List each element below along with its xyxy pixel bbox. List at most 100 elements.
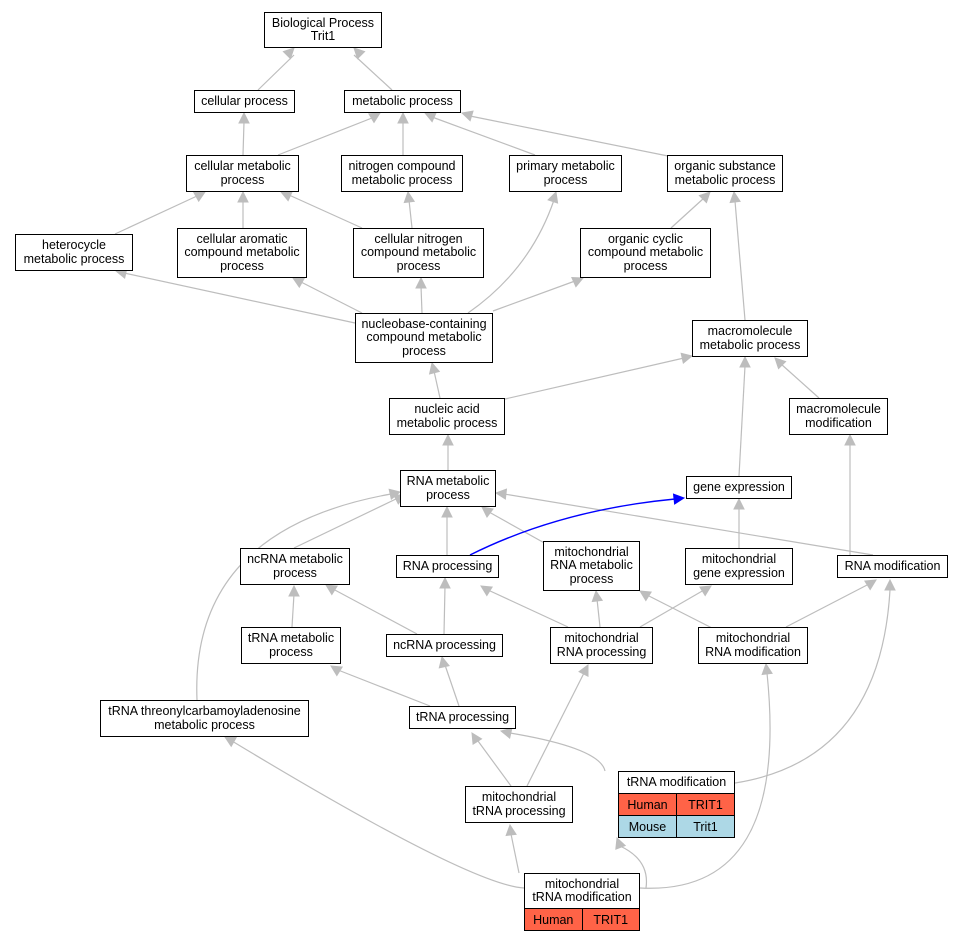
- node-gene-expression[interactable]: gene expression: [686, 476, 792, 499]
- node-nitrogen-compound-metabolic-process[interactable]: nitrogen compound metabolic process: [341, 155, 463, 192]
- edge-arrowhead: [578, 664, 589, 677]
- node-rna-metabolic-process[interactable]: RNA metabolic process: [400, 470, 496, 507]
- edge-line: [408, 199, 413, 229]
- gene-cell[interactable]: Trit1: [676, 816, 734, 837]
- node-organic-cyclic-compound-metabolic-process[interactable]: organic cyclic compound metabolic proces…: [580, 228, 711, 278]
- node-mitochondrial-trna-processing[interactable]: mitochondrial tRNA processing: [465, 786, 573, 823]
- edge-arrowhead: [439, 576, 451, 589]
- edge-arrowhead: [571, 276, 585, 288]
- edge-line: [242, 121, 245, 156]
- edge-line: [469, 115, 669, 157]
- node-mitochondrial-rna-processing[interactable]: mitochondrial RNA processing: [550, 627, 653, 664]
- edge-line: [114, 195, 198, 235]
- node-cellular-nitrogen-compound-metabolic-process[interactable]: cellular nitrogen compound metabolic pro…: [353, 228, 484, 278]
- node-mitochondrial-trna-modification[interactable]: mitochondrial tRNA modification: [524, 873, 640, 909]
- edge-arrowhead: [639, 590, 652, 602]
- node-organic-substance-metabolic-process[interactable]: organic substance metabolic process: [667, 155, 783, 192]
- edge-line: [467, 199, 555, 314]
- edge-arrowhead: [330, 665, 343, 677]
- node-nucleobase-containing-compound-metabolic-process[interactable]: nucleobase-containing compound metabolic…: [355, 313, 493, 363]
- edge-arrowhead: [733, 497, 745, 510]
- edge-arrowhead: [442, 433, 454, 446]
- edge-line: [670, 197, 705, 229]
- edge-arrowhead: [224, 736, 237, 748]
- node-nucleic-acid-metabolic-process[interactable]: nucleic acid metabolic process: [389, 398, 505, 435]
- edge-line: [431, 116, 536, 156]
- species-cell: Mouse: [619, 816, 676, 837]
- node-macromolecule-modification[interactable]: macromolecule modification: [789, 398, 888, 435]
- node-cellular-process[interactable]: cellular process: [194, 90, 295, 113]
- node-trna-threonylcarbamoyladenosine-metabolic-process[interactable]: tRNA threonylcarbamoyladenosine metaboli…: [100, 700, 309, 737]
- edge-arrowhead: [591, 589, 604, 603]
- edge-arrowhead: [423, 111, 437, 123]
- edge-line: [509, 732, 606, 772]
- edge-arrowhead: [238, 111, 250, 124]
- edge-line: [504, 357, 685, 400]
- edge-line: [510, 833, 520, 874]
- edge-line: [785, 583, 870, 628]
- node-mitochondrial-gene-expression[interactable]: mitochondrial gene expression: [685, 548, 793, 585]
- edge-arrowhead: [368, 112, 381, 124]
- edge-arrowhead: [237, 190, 249, 203]
- ortholog-row-mouse: Mouse Trit1: [618, 816, 735, 838]
- node-primary-metabolic-process[interactable]: primary metabolic process: [509, 155, 622, 192]
- edge-line: [231, 740, 525, 889]
- edge-arrowhead: [438, 655, 450, 669]
- edge-arrowhead: [288, 584, 300, 597]
- node-trna-processing[interactable]: tRNA processing: [409, 706, 516, 729]
- edge-arrowhead: [615, 836, 627, 850]
- node-ncrna-metabolic-process[interactable]: ncRNA metabolic process: [240, 548, 350, 585]
- node-mitochondrial-rna-modification[interactable]: mitochondrial RNA modification: [698, 627, 808, 664]
- edge-arrowhead: [844, 433, 856, 446]
- node-cellular-aromatic-compound-metabolic-process[interactable]: cellular aromatic compound metabolic pro…: [177, 228, 307, 278]
- edge-arrowhead: [729, 190, 741, 204]
- edge-line: [619, 845, 648, 889]
- edge-line: [477, 740, 512, 787]
- edge-line: [277, 117, 373, 156]
- node-biological-process[interactable]: Biological Process Trit1: [264, 12, 382, 48]
- gene-cell[interactable]: TRIT1: [581, 909, 639, 930]
- edge-arrowhead: [672, 493, 686, 505]
- edge-line: [492, 280, 576, 312]
- edge-line: [332, 588, 418, 635]
- edge-line: [443, 585, 446, 635]
- edge-line: [353, 54, 393, 91]
- edge-line: [123, 272, 356, 324]
- edge-arrowhead: [761, 662, 773, 676]
- node-cellular-metabolic-process[interactable]: cellular metabolic process: [186, 155, 299, 192]
- node-trna-modification[interactable]: tRNA modification: [618, 771, 735, 794]
- edge-arrowhead: [428, 361, 441, 375]
- edge-line: [639, 589, 705, 628]
- ortholog-row-human: Human TRIT1: [524, 909, 640, 931]
- node-metabolic-process[interactable]: metabolic process: [344, 90, 461, 113]
- node-rna-modification[interactable]: RNA modification: [837, 555, 948, 578]
- edge-arrowhead: [388, 488, 402, 500]
- edge-line: [780, 363, 820, 399]
- node-ncrna-processing[interactable]: ncRNA processing: [386, 634, 503, 657]
- edge-line: [444, 664, 460, 707]
- edge-arrowhead: [471, 732, 483, 745]
- edge-line: [291, 593, 295, 628]
- node-rna-processing[interactable]: RNA processing: [396, 555, 499, 578]
- edge-arrowhead: [884, 578, 896, 591]
- edge-line: [488, 511, 549, 546]
- edge-line: [293, 497, 399, 549]
- gene-cell[interactable]: TRIT1: [676, 794, 734, 815]
- edge-line: [596, 598, 601, 628]
- edge-arrowhead: [441, 505, 453, 518]
- edge-line: [288, 194, 363, 229]
- edge-line: [420, 285, 423, 314]
- node-heterocycle-metabolic-process[interactable]: heterocycle metabolic process: [15, 234, 133, 271]
- edge-arrowhead: [505, 823, 517, 837]
- node-trna-metabolic-process[interactable]: tRNA metabolic process: [241, 627, 341, 664]
- node-macromolecule-metabolic-process[interactable]: macromolecule metabolic process: [692, 320, 808, 357]
- species-cell: Human: [525, 909, 582, 930]
- edge-arrowhead: [680, 352, 694, 364]
- edge-arrowhead: [774, 357, 787, 370]
- edge-arrowhead: [698, 191, 711, 204]
- edge-line: [734, 200, 746, 321]
- species-cell: Human: [619, 794, 676, 815]
- edge-arrowhead: [699, 585, 712, 597]
- node-mitochondrial-rna-metabolic-process[interactable]: mitochondrial RNA metabolic process: [543, 541, 640, 591]
